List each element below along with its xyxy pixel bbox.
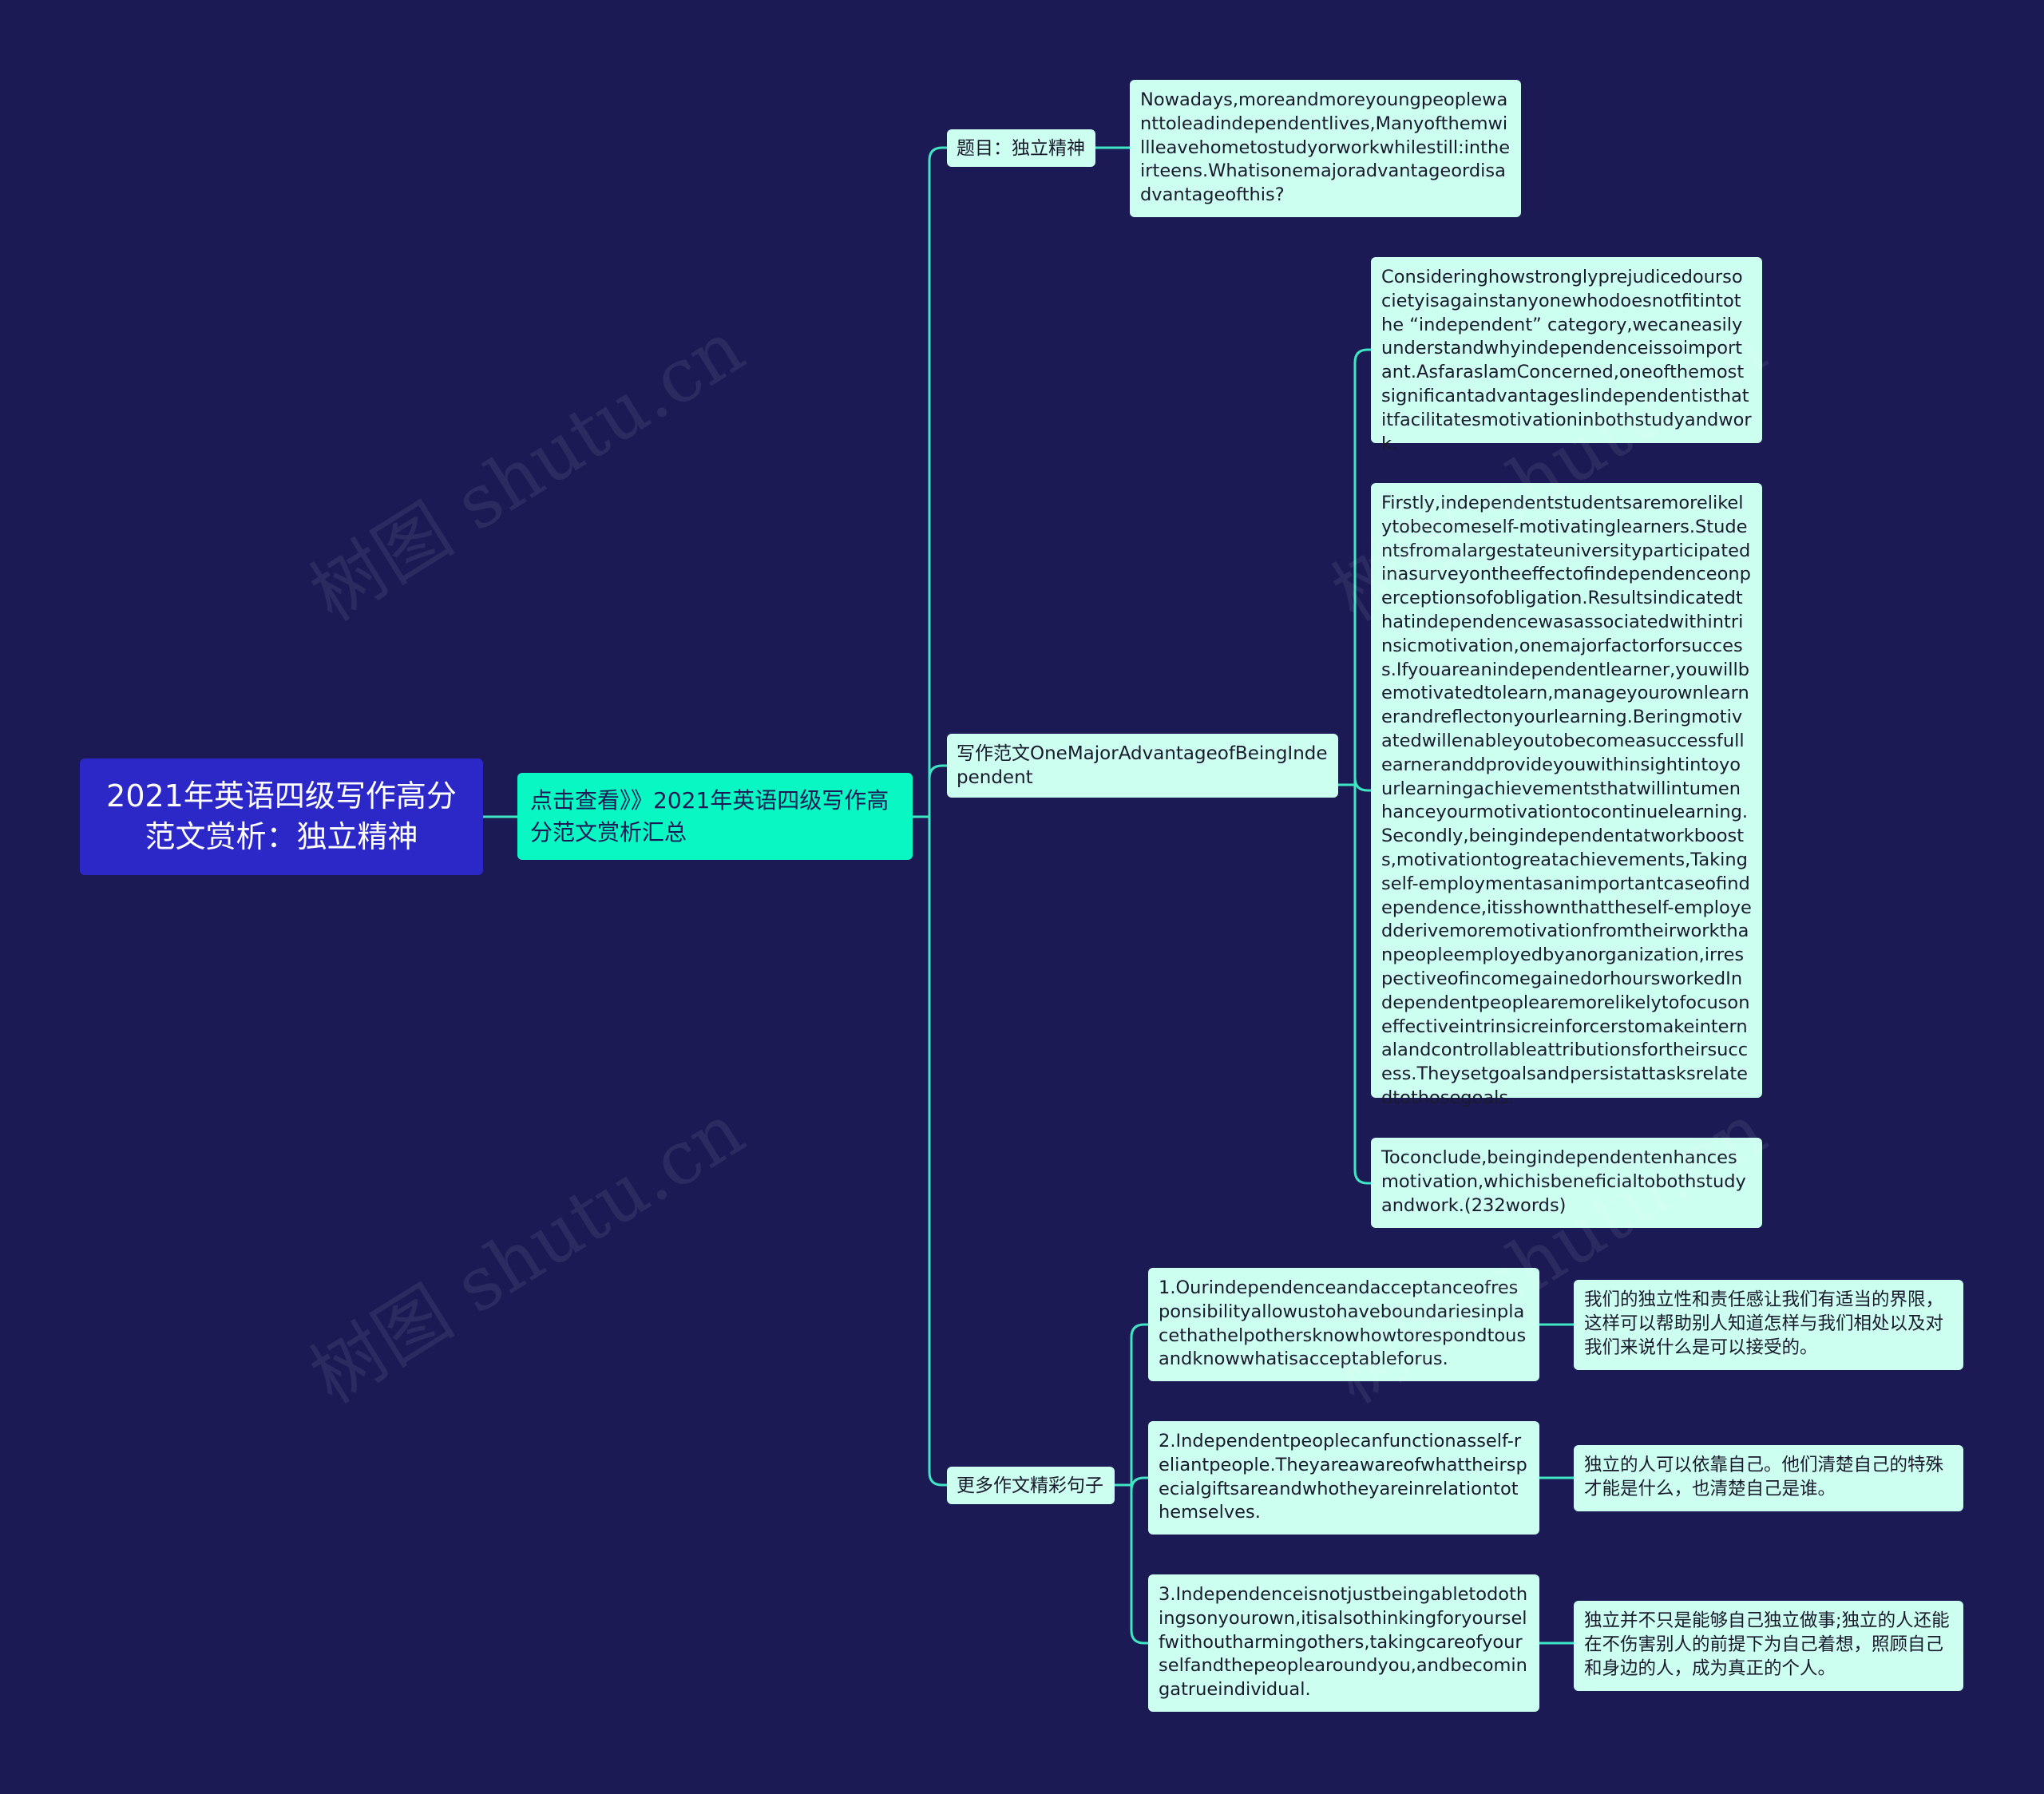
branch-topic-prompt[interactable]: 题目：独立精神 bbox=[947, 129, 1095, 167]
essay-paragraph-1[interactable]: Consideringhowstronglyprejudicedoursocie… bbox=[1371, 257, 1762, 454]
node-text: 独立的人可以依靠自己。他们清楚自己的特殊才能是什么，也清楚自己是谁。 bbox=[1584, 1455, 1944, 1499]
node-text: 3.Independenceisnotjustbeingabletodothin… bbox=[1159, 1584, 1528, 1701]
sentence-1[interactable]: 1.Ourindependenceandacceptanceofresponsi… bbox=[1148, 1268, 1539, 1381]
connector-branch-leaf bbox=[1337, 783, 1373, 1185]
connector-branch-leaf bbox=[1337, 777, 1373, 792]
node-text: 独立并不只是能够自己独立做事;独立的人还能在不伤害别人的前提下为自己着想，照顾自… bbox=[1584, 1610, 1950, 1679]
sentence-1-translation[interactable]: 我们的独立性和责任感让我们有适当的界限，这样可以帮助别人知道怎样与我们相处以及对… bbox=[1574, 1280, 1963, 1370]
connector-level1-branch bbox=[911, 764, 949, 818]
essay-paragraph-2[interactable]: Firstly,independentstudentsaremorelikely… bbox=[1371, 483, 1762, 1108]
node-text: Nowadays,moreandmoreyoungpeoplewanttolea… bbox=[1140, 89, 1511, 206]
branch-label: 更多作文精彩句子 bbox=[957, 1475, 1103, 1496]
sentence-3-translation[interactable]: 独立并不只是能够自己独立做事;独立的人还能在不伤害别人的前提下为自己着想，照顾自… bbox=[1574, 1601, 1963, 1691]
branch-label: 写作范文OneMajorAdvantageofBeingIndependent bbox=[957, 743, 1328, 788]
sentence-3[interactable]: 3.Independenceisnotjustbeingabletodothin… bbox=[1148, 1574, 1539, 1712]
root-topic-label: 2021年英语四级写作高分范文赏析：独立精神 bbox=[106, 778, 457, 854]
connector-branch-leaf bbox=[1337, 348, 1373, 786]
root-topic[interactable]: 2021年英语四级写作高分范文赏析：独立精神 bbox=[80, 758, 483, 875]
node-text: Firstly,independentstudentsaremorelikely… bbox=[1381, 493, 1752, 1108]
prompt-text-node[interactable]: Nowadays,moreandmoreyoungpeoplewanttolea… bbox=[1130, 80, 1521, 217]
connector-level1-branch bbox=[911, 146, 949, 818]
node-text: Consideringhowstronglyprejudicedoursocie… bbox=[1381, 267, 1752, 454]
sentence-2-translation[interactable]: 独立的人可以依靠自己。他们清楚自己的特殊才能是什么，也清楚自己是谁。 bbox=[1574, 1445, 1963, 1511]
connector-branch-leaf bbox=[1113, 1483, 1150, 1645]
summary-link-node[interactable]: 点击查看》》2021年英语四级写作高分范文赏析汇总 bbox=[517, 773, 913, 860]
branch-more-sentences[interactable]: 更多作文精彩句子 bbox=[947, 1467, 1115, 1504]
branch-label: 题目：独立精神 bbox=[957, 137, 1085, 159]
branch-model-essay[interactable]: 写作范文OneMajorAdvantageofBeingIndependent bbox=[947, 734, 1338, 798]
node-text: 2.Independentpeoplecanfunctionasself-rel… bbox=[1159, 1431, 1527, 1523]
summary-link-label: 点击查看》》2021年英语四级写作高分范文赏析汇总 bbox=[530, 786, 889, 846]
essay-paragraph-3[interactable]: Toconclude,beingindependentenhancesmotiv… bbox=[1371, 1138, 1762, 1228]
sentence-2[interactable]: 2.Independentpeoplecanfunctionasself-rel… bbox=[1148, 1421, 1539, 1535]
node-text: Toconclude,beingindependentenhancesmotiv… bbox=[1381, 1147, 1746, 1216]
node-text: 1.Ourindependenceandacceptanceofresponsi… bbox=[1159, 1277, 1527, 1370]
node-text: 我们的独立性和责任感让我们有适当的界限，这样可以帮助别人知道怎样与我们相处以及对… bbox=[1584, 1289, 1944, 1358]
connector-branch-leaf bbox=[1113, 1323, 1150, 1487]
connector-level1-branch bbox=[911, 815, 949, 1487]
